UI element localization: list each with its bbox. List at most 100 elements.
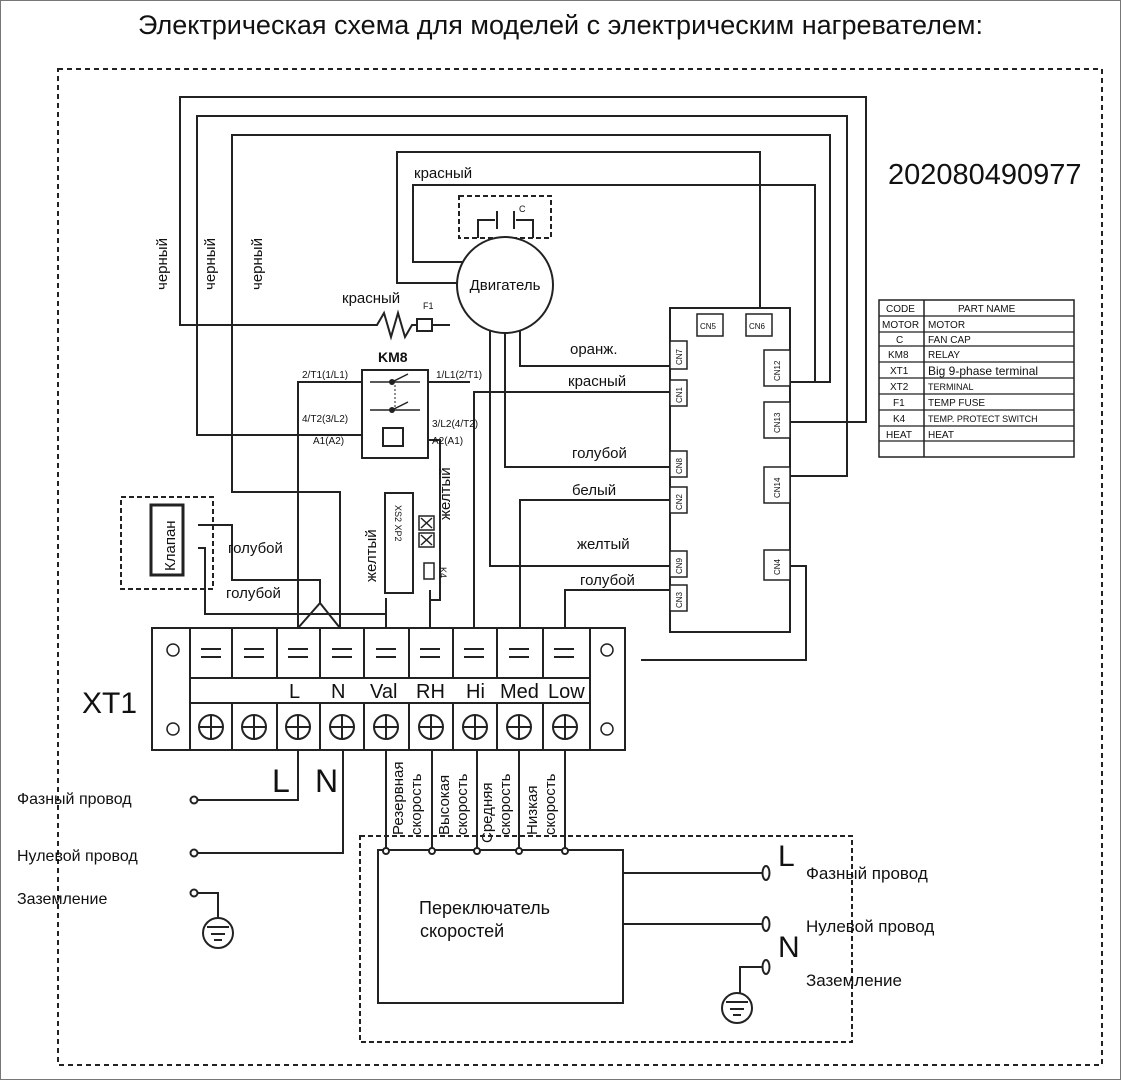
wire-label-blue-cn3: голубой — [580, 572, 635, 589]
wire-label-yellow-xs2: желтый — [363, 529, 380, 582]
parts-row-name: TEMP FUSE — [928, 398, 985, 409]
connector-cn1: CN1 — [675, 386, 684, 403]
parts-table — [878, 299, 1075, 458]
parts-row-code: XT1 — [890, 366, 909, 377]
connector-cn9: CN9 — [675, 557, 684, 574]
speed-switch-label-1: Переключатель — [419, 898, 550, 918]
connector-cn5: CN5 — [700, 322, 717, 331]
switch-k4-label: K4 — [438, 567, 448, 578]
valve-label: Клапан — [162, 520, 179, 571]
connector-cn7: CN7 — [675, 348, 684, 365]
connector-xs2 — [384, 492, 414, 594]
speed-wire-reserve-1: Резервная — [390, 762, 407, 835]
speed-switch-inputs — [382, 847, 569, 855]
wire-label-red-fuse: красный — [342, 290, 400, 307]
speed-wire-high-2: скорость — [454, 773, 471, 835]
parts-row-code: KM8 — [888, 350, 909, 361]
mains-n-symbol: N — [315, 763, 338, 799]
right-ground-symbol — [721, 992, 753, 1024]
speed-wire-low-1: Низкая — [524, 786, 541, 835]
left-neutral-wire: Нулевой провод — [17, 848, 138, 865]
terminal-med: Med — [500, 681, 539, 703]
motor-label: Двигатель — [470, 277, 541, 294]
switch-k4 — [423, 562, 435, 580]
parts-row-name: HEAT — [928, 430, 954, 441]
terminal-low: Low — [548, 681, 585, 703]
wire-label-orange: оранж. — [570, 341, 618, 358]
fuse — [416, 318, 433, 332]
valve-box — [120, 496, 214, 590]
terminal-l: L — [289, 681, 300, 703]
switch-ground-wire: Заземление — [806, 971, 902, 990]
wire-label-yellow-cn9: желтый — [577, 536, 630, 553]
speed-wire-high-1: Высокая — [436, 775, 453, 835]
relay-pin-l1: 1/L1(2/T1) — [436, 370, 482, 381]
wires — [179, 96, 867, 1000]
parts-header-name: PART NAME — [958, 304, 1016, 315]
wire-label-white-cn2: белый — [572, 482, 616, 499]
wire-label-blue-valve-1: голубой — [228, 540, 283, 557]
unit-frame — [57, 68, 1103, 1066]
left-supply-terminals — [189, 795, 199, 898]
capacitor-label: C — [519, 204, 526, 214]
terminal-block — [151, 627, 626, 751]
speed-switch-label-2: скоростей — [420, 921, 504, 941]
wire-label-blue-valve-2: голубой — [226, 585, 281, 602]
parts-row-name: RELAY — [928, 350, 960, 361]
speed-wire-low-2: скорость — [542, 773, 559, 835]
page-title: Электрическая схема для моделей с электр… — [138, 10, 983, 40]
connector-cn6: CN6 — [749, 322, 766, 331]
parts-row-name: TERMINAL — [928, 382, 974, 392]
left-phase-wire: Фазный провод — [17, 791, 132, 808]
terminal-block-label: XT1 — [82, 687, 137, 720]
speed-wire-reserve-2: скорость — [408, 773, 425, 835]
right-supply-terminals — [761, 865, 771, 975]
parts-row-code: C — [896, 335, 903, 346]
connector-cn4: CN4 — [773, 558, 782, 575]
terminal-hi: Hi — [466, 681, 485, 703]
board-connectors — [669, 313, 791, 612]
connector-cn14: CN14 — [773, 477, 782, 498]
connector-cn3: CN3 — [675, 591, 684, 608]
fuse-label: F1 — [423, 301, 434, 311]
parts-row-code: F1 — [893, 398, 905, 409]
left-ground-symbol — [197, 892, 234, 949]
valve — [149, 503, 185, 577]
connector-xs2-pins — [418, 515, 435, 548]
parts-row-code: K4 — [893, 414, 906, 425]
speed-switch-frame — [359, 835, 853, 1043]
capacitor-box — [458, 195, 552, 239]
drawing-number: 202080490977 — [888, 159, 1082, 191]
wire-label-black-2: черный — [202, 238, 219, 290]
connector-cn8: CN8 — [675, 457, 684, 474]
relay-pin-t2: 4/T2(3/L2) — [302, 414, 348, 425]
mains-l-symbol: L — [272, 763, 290, 799]
wire-label-black-3: черный — [249, 238, 266, 290]
connector-cn2: CN2 — [675, 493, 684, 510]
relay-pin-l2: 3/L2(4/T2) — [432, 419, 478, 430]
parts-row-code: MOTOR — [882, 320, 919, 331]
relay-pin-a1: A1(A2) — [313, 436, 344, 447]
parts-row-name: FAN CAP — [928, 335, 971, 346]
relay-pin-t1: 2/T1(1/L1) — [302, 370, 348, 381]
speed-wire-medium-2: скорость — [497, 773, 514, 835]
motor — [456, 236, 554, 334]
switch-phase-wire: Фазный провод — [806, 864, 928, 883]
wire-label-yellow-k4: желтый — [437, 467, 454, 520]
parts-row-name: MOTOR — [928, 320, 965, 331]
relay-km8 — [361, 369, 429, 459]
terminal-rh: RH — [416, 681, 445, 703]
connector-cn13: CN13 — [773, 412, 782, 433]
switch-n-symbol: N — [778, 931, 800, 964]
wire-label-blue-cn8: голубой — [572, 445, 627, 462]
wire-label-red-cn1: красный — [568, 373, 626, 390]
terminal-n: N — [331, 681, 345, 703]
switch-neutral-wire: Нулевой провод — [806, 917, 934, 936]
relay-label: KM8 — [378, 349, 408, 365]
parts-header-code: CODE — [886, 304, 915, 315]
speed-wire-medium-1: Средняя — [479, 783, 496, 843]
terminal-val: Val — [370, 681, 397, 703]
relay-pin-a2: A2(A1) — [432, 436, 463, 447]
wire-label-black-1: черный — [154, 238, 171, 290]
